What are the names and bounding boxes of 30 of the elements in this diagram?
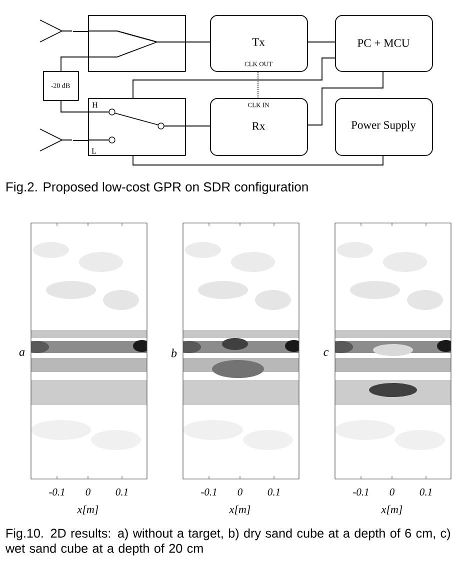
figure-caption: Fig.2. Proposed low-cost GPR on SDR configuration <box>6 182 308 194</box>
connector-line <box>307 71 384 126</box>
antenna-symbol <box>40 128 72 152</box>
antenna-symbol <box>40 20 72 42</box>
tick-label: -0.1 <box>201 488 216 496</box>
tick-label: 0 <box>390 488 394 496</box>
connector-line <box>132 58 336 98</box>
process-box: PC + MCU <box>335 15 433 72</box>
connector-line <box>72 31 88 32</box>
tick-label: 0 <box>238 488 242 496</box>
connector-line <box>60 56 88 72</box>
tick-label: 0 <box>86 488 90 496</box>
switch-box: H L <box>88 98 186 156</box>
tick-label: 0.1 <box>116 488 128 496</box>
figure-caption: Fig.10. 2D results: a) without a target, b) dry sand cube at a depth of 6 cm, c) wet sand cube at a depth of 20 cm <box>5 528 450 556</box>
tick-label: -0.1 <box>353 488 368 496</box>
tick-label: 0.1 <box>420 488 432 496</box>
panel-label: a <box>19 350 25 356</box>
tick-label: 0.1 <box>268 488 280 496</box>
panel-label: c <box>324 350 329 356</box>
tick-label: -0.1 <box>49 488 64 496</box>
axis-label: x[m] <box>77 505 98 515</box>
axis-label: x[m] <box>381 505 402 515</box>
panel-label: b <box>171 348 177 358</box>
connector-line <box>60 100 88 112</box>
axis-label: x[m] <box>229 505 250 515</box>
combiner-box <box>88 15 186 72</box>
connector-line <box>132 155 384 166</box>
connector-line <box>72 140 88 141</box>
process-box: Power Supply <box>335 98 433 156</box>
